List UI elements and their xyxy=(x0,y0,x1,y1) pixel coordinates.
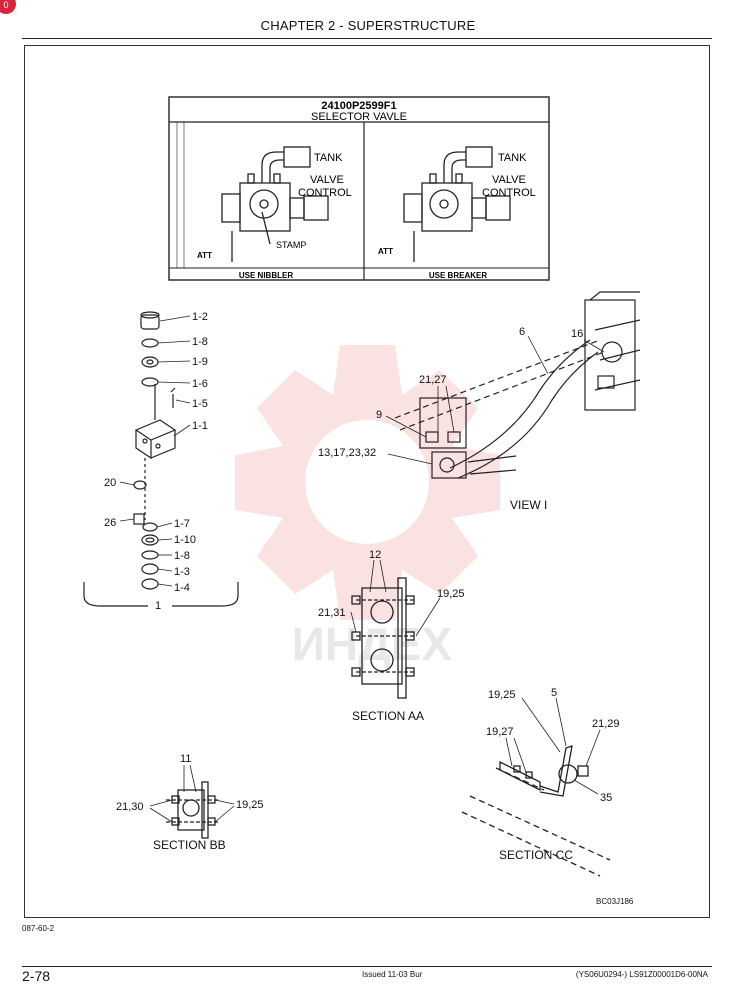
label-19-25-bb: 19,25 xyxy=(236,799,264,811)
label-19-27: 19,27 xyxy=(486,726,514,738)
label-21-31: 21,31 xyxy=(318,607,346,619)
selector-valve-table: 24100P2599F1 SELECTOR VAVLE TANK VALVE xyxy=(168,96,550,281)
label-1-8a: 1-8 xyxy=(192,336,208,348)
issued-text: Issued 11-03 Bur xyxy=(362,970,423,979)
breaker-tank-label: TANK xyxy=(498,152,527,164)
label-9: 9 xyxy=(376,409,382,421)
label-11: 11 xyxy=(180,753,191,765)
breaker-att-label: ATT xyxy=(378,247,393,256)
section-aa-leaders xyxy=(350,559,441,637)
figure-frame xyxy=(24,45,710,918)
label-1-2: 1-2 xyxy=(192,311,208,323)
breaker-caption: USE BREAKER xyxy=(429,271,487,280)
view-i-title: VIEW I xyxy=(510,498,547,512)
breaker-valve-drawing xyxy=(403,146,511,262)
label-16: 16 xyxy=(571,328,583,340)
breaker-valve-label: VALVE xyxy=(492,174,526,186)
label-1-1: 1-1 xyxy=(192,420,208,432)
exploded-leader-lines xyxy=(119,315,191,587)
exploded-view xyxy=(83,311,239,607)
nibbler-valve-label: VALVE xyxy=(310,174,344,186)
section-aa-drawing xyxy=(351,577,416,699)
label-12: 12 xyxy=(369,549,381,561)
document-code: (YS06U0294-) LS91Z00001D6-00NA xyxy=(575,970,708,979)
label-21-29: 21,29 xyxy=(592,718,620,730)
label-21-30: 21,30 xyxy=(116,801,144,813)
label-19-25-cc: 19,25 xyxy=(488,689,516,701)
chapter-header: CHAPTER 2 - SUPERSTRUCTURE xyxy=(260,18,476,33)
label-1-9: 1-9 xyxy=(192,356,208,368)
nibbler-caption: USE NIBBLER xyxy=(239,271,293,280)
label-1-3: 1-3 xyxy=(174,566,190,578)
nibbler-stamp-label: STAMP xyxy=(276,240,306,250)
section-cc-drawing xyxy=(461,745,611,877)
label-35: 35 xyxy=(600,792,612,804)
label-1-6: 1-6 xyxy=(192,378,208,390)
label-1-10: 1-10 xyxy=(174,534,196,546)
label-5: 5 xyxy=(551,687,557,699)
label-1-8b: 1-8 xyxy=(174,550,190,562)
label-1-4: 1-4 xyxy=(174,582,190,594)
table-title: SELECTOR VAVLE xyxy=(311,111,407,123)
label-13-17-23-32: 13,17,23,32 xyxy=(318,447,376,459)
nibbler-tank-label: TANK xyxy=(314,152,343,164)
section-aa-title: SECTION AA xyxy=(352,709,424,723)
section-bb-drawing xyxy=(166,781,218,839)
label-6: 6 xyxy=(519,326,525,338)
section-bb-title: SECTION BB xyxy=(153,838,226,852)
section-cc-leaders xyxy=(505,697,601,795)
watermark: ИНДЕХ xyxy=(235,345,500,670)
section-bb-labels: 11 21,30 19,25 SECTION BB xyxy=(116,753,264,852)
section-aa-labels: 12 21,31 19,25 SECTION AA xyxy=(318,549,465,723)
section-cc-labels: 19,25 5 19,27 21,29 35 SECTION CC xyxy=(486,687,620,862)
footer-rule xyxy=(22,966,712,967)
page-number: 2-78 xyxy=(22,968,51,984)
breaker-control-label: CONTROL xyxy=(482,187,536,199)
label-1-5: 1-5 xyxy=(192,398,208,410)
nibbler-valve-drawing xyxy=(221,146,329,262)
nibbler-control-label: CONTROL xyxy=(298,187,352,199)
corner-badge: 0 xyxy=(0,0,16,14)
label-26: 26 xyxy=(104,517,116,529)
label-1: 1 xyxy=(155,600,161,612)
view-i-labels: 6 16 21,27 9 13,17,23,32 VIEW I xyxy=(318,326,583,512)
label-20: 20 xyxy=(104,477,116,489)
section-bb-leaders xyxy=(149,764,235,823)
header-rule xyxy=(22,38,712,39)
view-i-leaders xyxy=(385,335,605,465)
nibbler-att-label: ATT xyxy=(197,251,212,260)
figure-ref-code: BC03J186 xyxy=(596,897,634,906)
label-19-25-aa: 19,25 xyxy=(437,588,465,600)
exploded-labels: 1-2 1-8 1-9 1-6 1-5 1-1 20 26 1-7 1-10 1… xyxy=(104,311,208,612)
svg-text:ИНДЕХ: ИНДЕХ xyxy=(292,618,453,670)
table-part-number: 24100P2599F1 xyxy=(321,100,396,112)
label-21-27: 21,27 xyxy=(419,374,447,386)
view-i-drawing xyxy=(394,291,641,479)
label-1-7: 1-7 xyxy=(174,518,190,530)
figure-code: 087-60-2 xyxy=(22,924,55,933)
section-cc-title: SECTION CC xyxy=(499,848,573,862)
